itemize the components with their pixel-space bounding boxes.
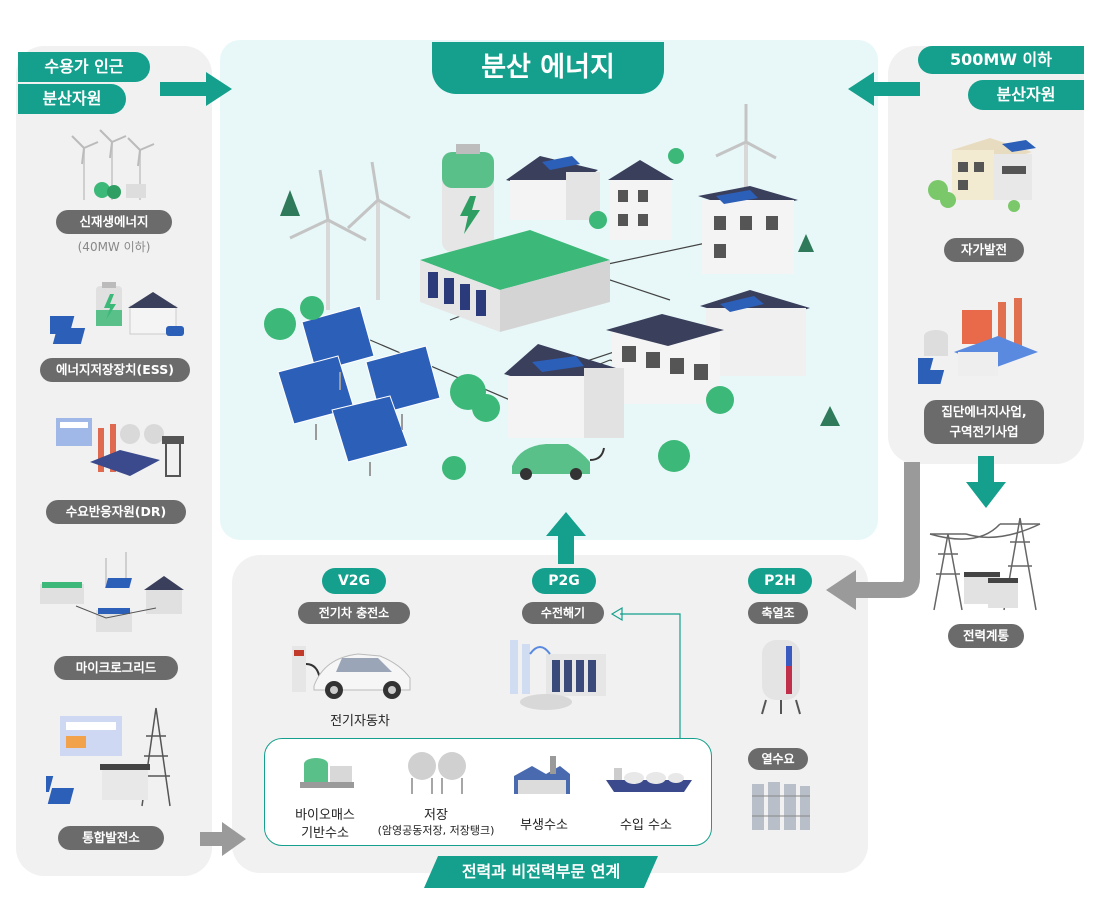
left-header-arrow	[160, 72, 232, 106]
battery-storage-icon	[50, 282, 184, 344]
hydrogen-to-p2g-connector	[610, 606, 681, 738]
lng-ship-icon	[606, 768, 692, 792]
p2g-up-arrow	[546, 512, 586, 564]
p2g-tag: P2G	[532, 568, 596, 594]
heat-demand-label: 열수요	[748, 748, 808, 770]
hydrogen-item-line2: (암영공동저장, 저장탱크)	[377, 824, 495, 837]
distributed-energy-illustration	[264, 104, 840, 480]
left-bottom-arrow	[200, 822, 246, 856]
p2h-tag: P2H	[748, 568, 812, 594]
heat-demand-icon	[752, 782, 810, 830]
left-item-label: 마이크로그리드	[54, 656, 178, 680]
byproduct-plant-icon	[514, 756, 570, 794]
grid-to-p2h-arrow	[826, 462, 920, 610]
left-item-sub: (40MW 이하)	[77, 240, 151, 254]
right-down-arrow	[966, 456, 1006, 508]
p2g-label: 수전해기	[522, 602, 604, 624]
left-header-line2: 분산자원	[18, 84, 126, 114]
right-header-line2: 분산자원	[968, 80, 1084, 110]
right-header-line1: 500MW 이하	[918, 46, 1084, 74]
right-header-arrow	[848, 72, 920, 106]
hydrogen-item-line1: 저장	[424, 808, 448, 823]
page-title: 분산 에너지	[432, 42, 664, 94]
wind-turbine-icon	[71, 129, 155, 200]
storage-tank-icon	[408, 752, 466, 794]
power-grid-icon	[929, 517, 1041, 611]
hydrogen-item-line1: 바이오매스	[295, 808, 355, 823]
bottom-footer-title: 전력과 비전력부문 연계	[424, 856, 658, 888]
grid-label: 전력계통	[948, 624, 1024, 648]
left-item-label: 에너지저장장치(ESS)	[40, 358, 190, 382]
left-item-label: 통합발전소	[58, 826, 164, 850]
left-header-line1: 수용가 인근	[18, 52, 150, 82]
microgrid-icon	[40, 552, 184, 632]
self-generation-icon	[928, 138, 1036, 212]
electrolyzer-icon	[510, 640, 606, 710]
hydrogen-item-line2: 기반수소	[301, 826, 349, 841]
right-item-label: 자가발전	[944, 238, 1024, 262]
v2g-label: 전기차 충전소	[298, 602, 410, 624]
left-item-label: 신재생에너지	[56, 210, 172, 234]
left-item-label: 수요반응자원(DR)	[46, 500, 186, 524]
hydrogen-item-line1: 수입 수소	[620, 818, 672, 833]
hydrogen-item-line1: 부생수소	[520, 818, 568, 833]
p2h-label: 축열조	[748, 602, 808, 624]
district-energy-icon	[918, 298, 1038, 384]
heat-storage-tank-icon	[761, 640, 801, 715]
biomass-icon	[300, 758, 354, 788]
power-plant-icon	[46, 707, 171, 807]
ev-caption: 전기자동차	[330, 714, 390, 729]
right-item-label2: 구역전기사업	[924, 420, 1044, 444]
ev-charging-icon	[292, 646, 411, 699]
factory-icon	[56, 418, 184, 477]
v2g-tag: V2G	[322, 568, 386, 594]
